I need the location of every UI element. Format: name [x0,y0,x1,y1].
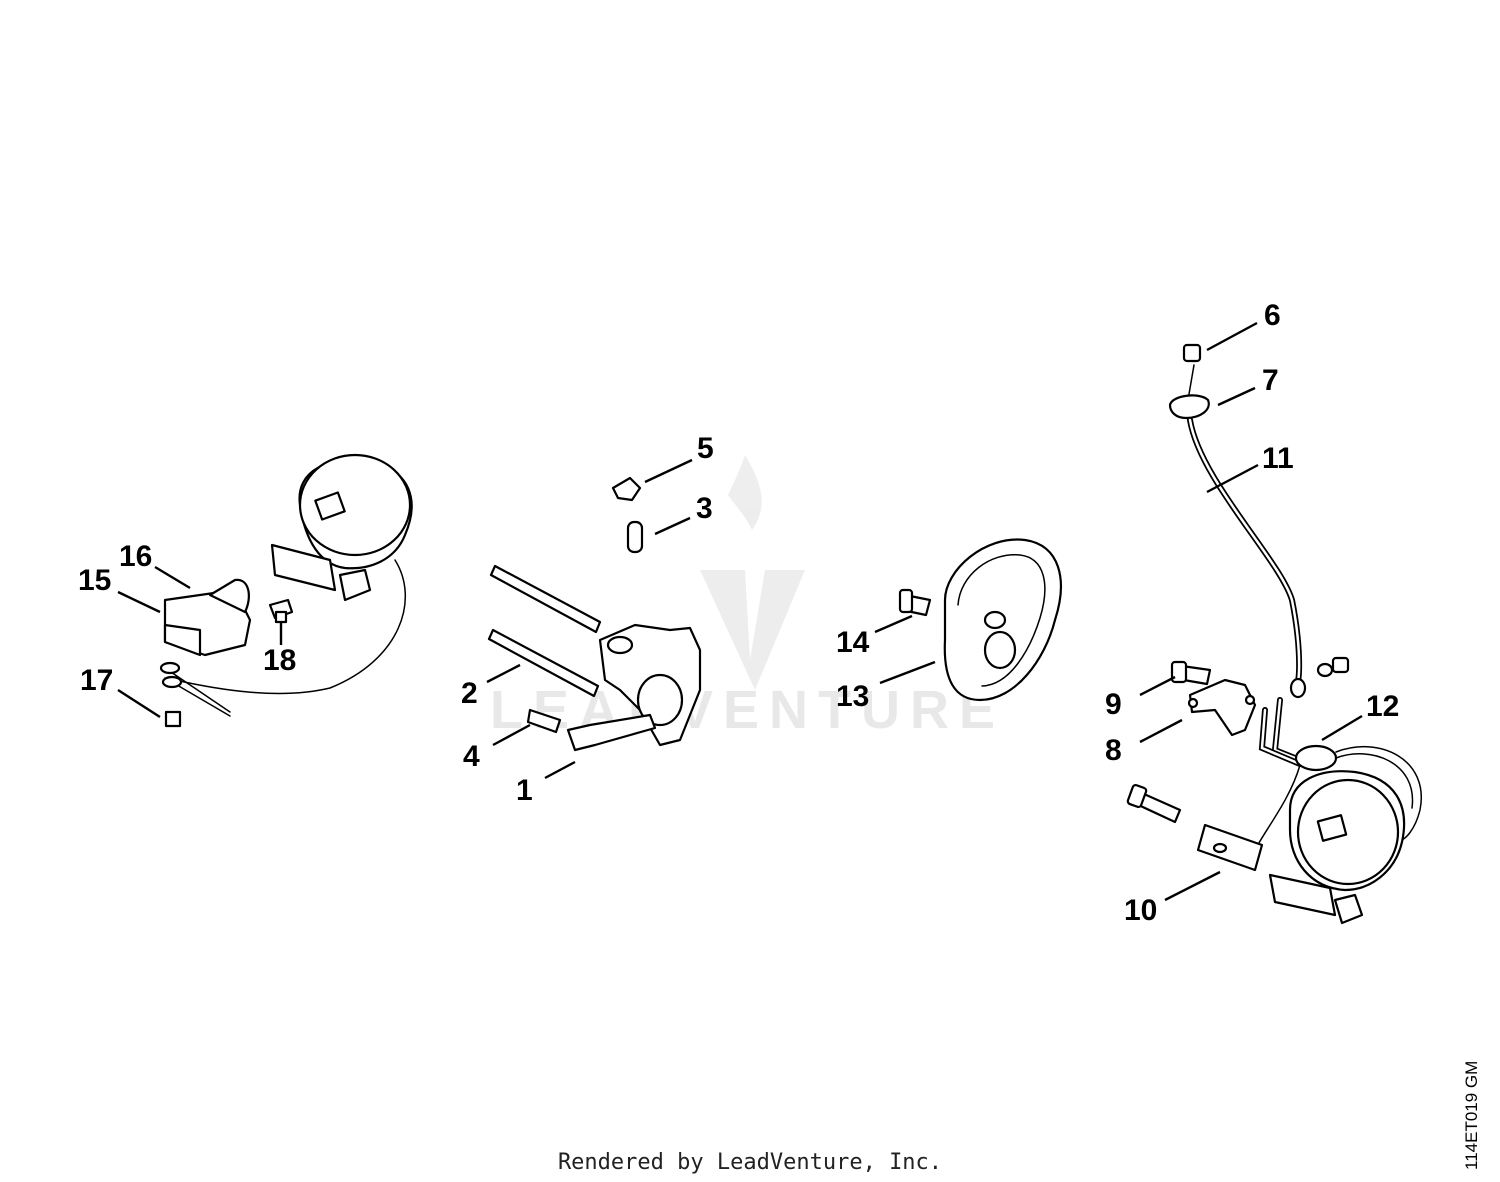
leader-lines [117,321,1363,902]
leader-4 [492,723,531,747]
leader-3 [654,516,691,536]
callout-2: 2 [461,677,478,710]
leader-10 [1164,870,1221,902]
leader-14 [874,614,913,634]
leader-15 [117,590,161,614]
callout-8: 8 [1105,734,1122,767]
cover-part-13 [943,538,1062,702]
callout-6: 6 [1264,299,1281,332]
callout-12: 12 [1366,690,1399,723]
leader-16 [154,565,191,590]
callout-17: 17 [80,664,113,697]
grommet-part-7 [1168,364,1210,420]
ignition-module-part-15-16 [163,578,252,657]
rendered-by-credit: Rendered by LeadVenture, Inc. [557,1150,943,1175]
contact-breaker-part-1 [566,623,702,752]
leader-7 [1217,386,1256,407]
callout-9: 9 [1105,688,1122,721]
pin-part-3 [626,520,644,554]
leader-5 [644,458,693,484]
cap-part-6 [1182,343,1202,363]
callout-15: 15 [78,564,111,597]
leader-9 [1139,675,1176,697]
wire-leads-left [159,661,231,717]
leader-17 [117,688,161,719]
screw-part-14 [898,588,932,617]
callouts: 1 2 3 4 5 6 7 8 9 10 11 12 13 14 15 16 1… [78,299,1399,927]
callout-16: 16 [119,540,152,573]
ignition-coil-left [174,453,413,695]
callout-7: 7 [1262,364,1279,397]
washers [1316,656,1350,678]
callout-13: 13 [836,680,869,713]
callout-18: 18 [263,644,296,677]
callout-4: 4 [463,740,480,773]
callout-10: 10 [1124,894,1157,927]
callout-11: 11 [1262,442,1294,475]
pins-part-2 [487,564,602,698]
screw-part-10 [1126,783,1264,872]
leader-12 [1321,714,1363,742]
leader-1 [544,760,576,780]
screw-part-18 [268,598,294,624]
cap-part-5 [611,476,642,502]
screw-part-9 [1170,660,1212,686]
ignition-cable-part-11 [1187,417,1307,699]
bracket-part-8 [1187,678,1257,737]
callout-1: 1 [516,774,533,807]
callout-14: 14 [836,626,870,659]
callout-3: 3 [696,492,713,525]
leader-11 [1206,463,1259,494]
leader-13 [879,660,936,685]
ignition-coil-part-12 [1254,697,1423,925]
leader-6 [1206,321,1258,352]
nut-part-17 [164,710,182,728]
leader-8 [1139,718,1183,744]
screw-part-4 [526,708,562,734]
callout-5: 5 [697,432,714,465]
leadventure-watermark: LEADVENTURE [490,455,995,740]
drawing-code: 114ET019 GM [1462,1060,1481,1170]
leader-2 [486,663,521,684]
